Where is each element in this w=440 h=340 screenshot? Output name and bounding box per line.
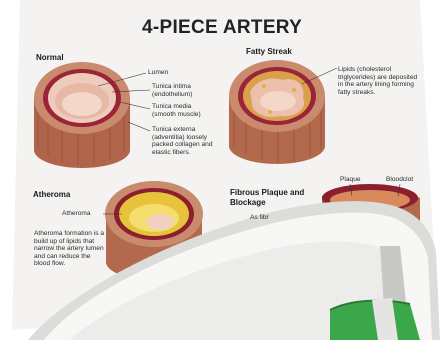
section-heading-fatty-streak: Fatty Streak — [246, 47, 292, 56]
atheroma-pointer-label: Atheroma — [62, 210, 91, 218]
label-tunica-externa: Tunica externa (adventitia) loosely pack… — [152, 126, 224, 156]
fatty-streak-description: Lipids (cholesterol triglycerides) are d… — [338, 66, 418, 96]
fibrous-partial-text: As fibr — [250, 214, 269, 222]
poster-title: 4-PIECE ARTERY — [142, 17, 302, 39]
label-bloodclot: Bloodclot — [386, 176, 413, 184]
normal-artery-illustration — [34, 62, 130, 168]
section-heading-atheroma: Atheroma — [33, 190, 70, 199]
label-tunica-intima: Tunica intima (endothelium) — [152, 83, 214, 98]
label-plaque: Plaque — [340, 176, 361, 184]
label-lumen: Lumen — [148, 69, 168, 77]
atheroma-description: Atheroma formation is a build up of lipi… — [34, 230, 104, 268]
fatty-streak-artery-illustration — [229, 60, 325, 164]
label-tunica-media: Tunica media (smooth muscle) — [152, 103, 214, 118]
section-heading-normal: Normal — [36, 53, 64, 62]
section-heading-fibrous: Fibrous Plaque and Blockage — [230, 188, 308, 208]
